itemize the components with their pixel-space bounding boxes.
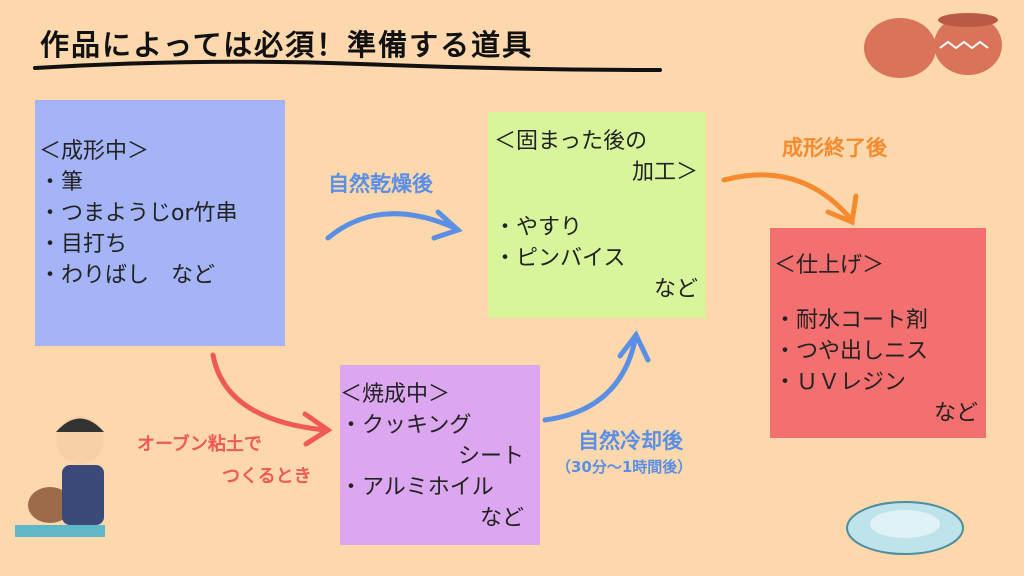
baking-item: ・クッキング bbox=[340, 413, 472, 438]
arrow-after-forming bbox=[721, 172, 853, 221]
page-title: 作品によっては必須！準備する道具 bbox=[40, 28, 534, 62]
forming-item: ・筆 bbox=[39, 170, 84, 195]
arrow-natural-dry bbox=[325, 211, 458, 241]
after-harden-item: ・やすり bbox=[494, 215, 583, 240]
finishing-item: ・つや出しニス bbox=[774, 339, 929, 364]
label-oven-clay: オーブン粘土で bbox=[137, 434, 262, 455]
label-natural-dry: 自然乾燥後 bbox=[328, 172, 433, 196]
forming-item: ・つまようじor竹串 bbox=[39, 201, 238, 226]
arrow-natural-dry-head bbox=[431, 209, 463, 241]
forming-item: ・わりばし など bbox=[39, 263, 216, 288]
after-harden-heading-2: 加工＞ bbox=[631, 160, 698, 185]
pottery-pots-illustration bbox=[864, 13, 1002, 78]
arrow-oven bbox=[210, 352, 328, 433]
arrow-oven-head bbox=[302, 411, 333, 447]
after-harden-heading: ＜固まった後の bbox=[494, 129, 648, 154]
arrow-natural-cool bbox=[542, 337, 638, 423]
baking-etc: など bbox=[479, 506, 524, 531]
after-harden-etc: など bbox=[653, 277, 698, 302]
potter-illustration bbox=[15, 416, 105, 537]
finishing-heading: ＜仕上げ＞ bbox=[774, 253, 885, 278]
arrow-natural-cool-head bbox=[617, 330, 651, 363]
baking-item: ・アルミホイル bbox=[340, 475, 494, 500]
title-underline bbox=[33, 59, 662, 72]
finishing-box: ＜仕上げ＞ ・耐水コート剤 ・つや出しニス ・ＵＶレジン など bbox=[770, 228, 986, 438]
label-oven-clay-2: つくるとき bbox=[222, 466, 312, 487]
baking-heading: ＜焼成中＞ bbox=[340, 382, 451, 407]
forming-heading: ＜成形中＞ bbox=[39, 139, 150, 164]
label-natural-cool-sub: （30分～1時間後） bbox=[556, 458, 693, 476]
after-harden-box: ＜固まった後の 加工＞ ・やすり ・ピンバイス など bbox=[488, 112, 706, 318]
finishing-etc: など bbox=[933, 401, 978, 426]
baking-item-cont: シート bbox=[457, 444, 524, 469]
label-natural-cool: 自然冷却後 bbox=[578, 429, 683, 453]
plate-illustration bbox=[846, 501, 964, 555]
forming-item: ・目打ち bbox=[39, 232, 128, 257]
baking-box: ＜焼成中＞ ・クッキング シート ・アルミホイル など bbox=[340, 365, 540, 545]
label-after-forming: 成形終了後 bbox=[782, 136, 887, 160]
arrow-after-forming-head bbox=[825, 193, 859, 226]
forming-tools-box: ＜成形中＞ ・筆 ・つまようじor竹串 ・目打ち ・わりばし など bbox=[35, 100, 285, 346]
finishing-item: ・耐水コート剤 bbox=[774, 308, 929, 333]
finishing-item: ・ＵＶレジン bbox=[774, 370, 907, 395]
after-harden-item: ・ピンバイス bbox=[494, 246, 626, 271]
